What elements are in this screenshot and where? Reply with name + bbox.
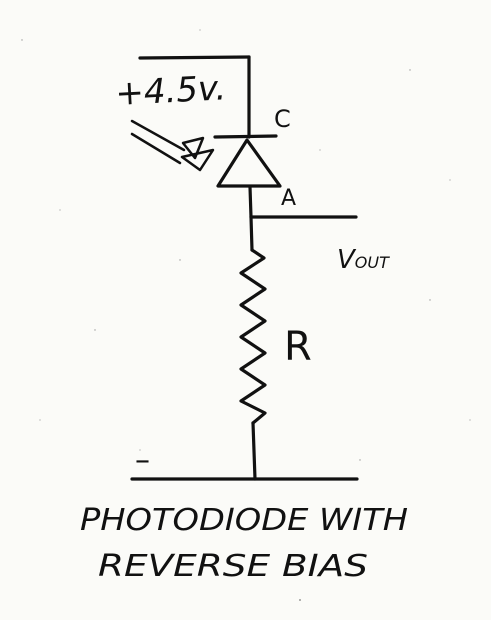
caption-line-2: REVERSE BIAS	[98, 549, 368, 584]
output-voltage-label-main: V	[337, 245, 357, 275]
diode-cathode-bar	[213, 134, 278, 139]
ground-label: –	[135, 443, 150, 478]
paper-texture	[21, 29, 471, 601]
anode-label: A	[281, 186, 296, 211]
caption-line-1: PHOTODIODE WITH	[80, 503, 408, 538]
resistor-label: R	[284, 324, 312, 370]
supply-voltage-label: +4.5v.	[114, 68, 227, 114]
cathode-label: C	[274, 105, 291, 133]
diode-triangle	[216, 138, 282, 188]
resistor-top-wire	[249, 215, 254, 252]
resistor-bottom-wire	[251, 421, 257, 481]
output-voltage-label: VOUT	[337, 245, 390, 275]
supply-rail-wire	[138, 55, 251, 60]
anode-lead-wire	[248, 185, 253, 219]
photodiode-symbol	[213, 134, 282, 188]
light-arrows-icon	[130, 119, 215, 172]
resistor-zigzag	[239, 248, 267, 425]
output-voltage-label-sub: OUT	[355, 253, 390, 272]
